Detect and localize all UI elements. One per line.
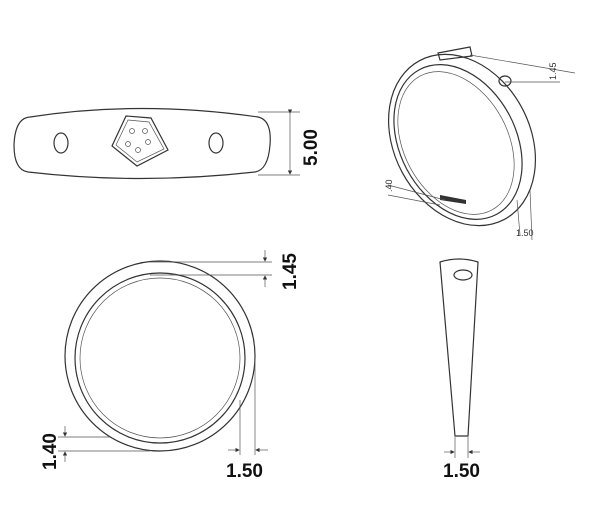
hole-right [208,132,224,154]
dimension-1-45: 1.45 [280,253,301,290]
iso-label-bottom: .40 [384,179,394,192]
hole-left [53,132,69,154]
iso-label-top: 1.45 [548,62,558,80]
dimension-1-40: 1.40 [40,433,61,470]
dimension-1-50-side: 1.50 [443,461,480,482]
iso-label-width: 1.50 [516,228,534,238]
front-view: 1.45 1.40 1.50 [40,250,301,482]
top-view: 5.00 [13,107,322,180]
dimension-5-00: 5.00 [301,129,322,166]
pentagon-setting [111,115,169,167]
isometric-view: 1.45 .40 1.50 [384,46,576,241]
dimension-1-50-front: 1.50 [226,461,263,482]
side-view: 1.50 [439,258,480,482]
